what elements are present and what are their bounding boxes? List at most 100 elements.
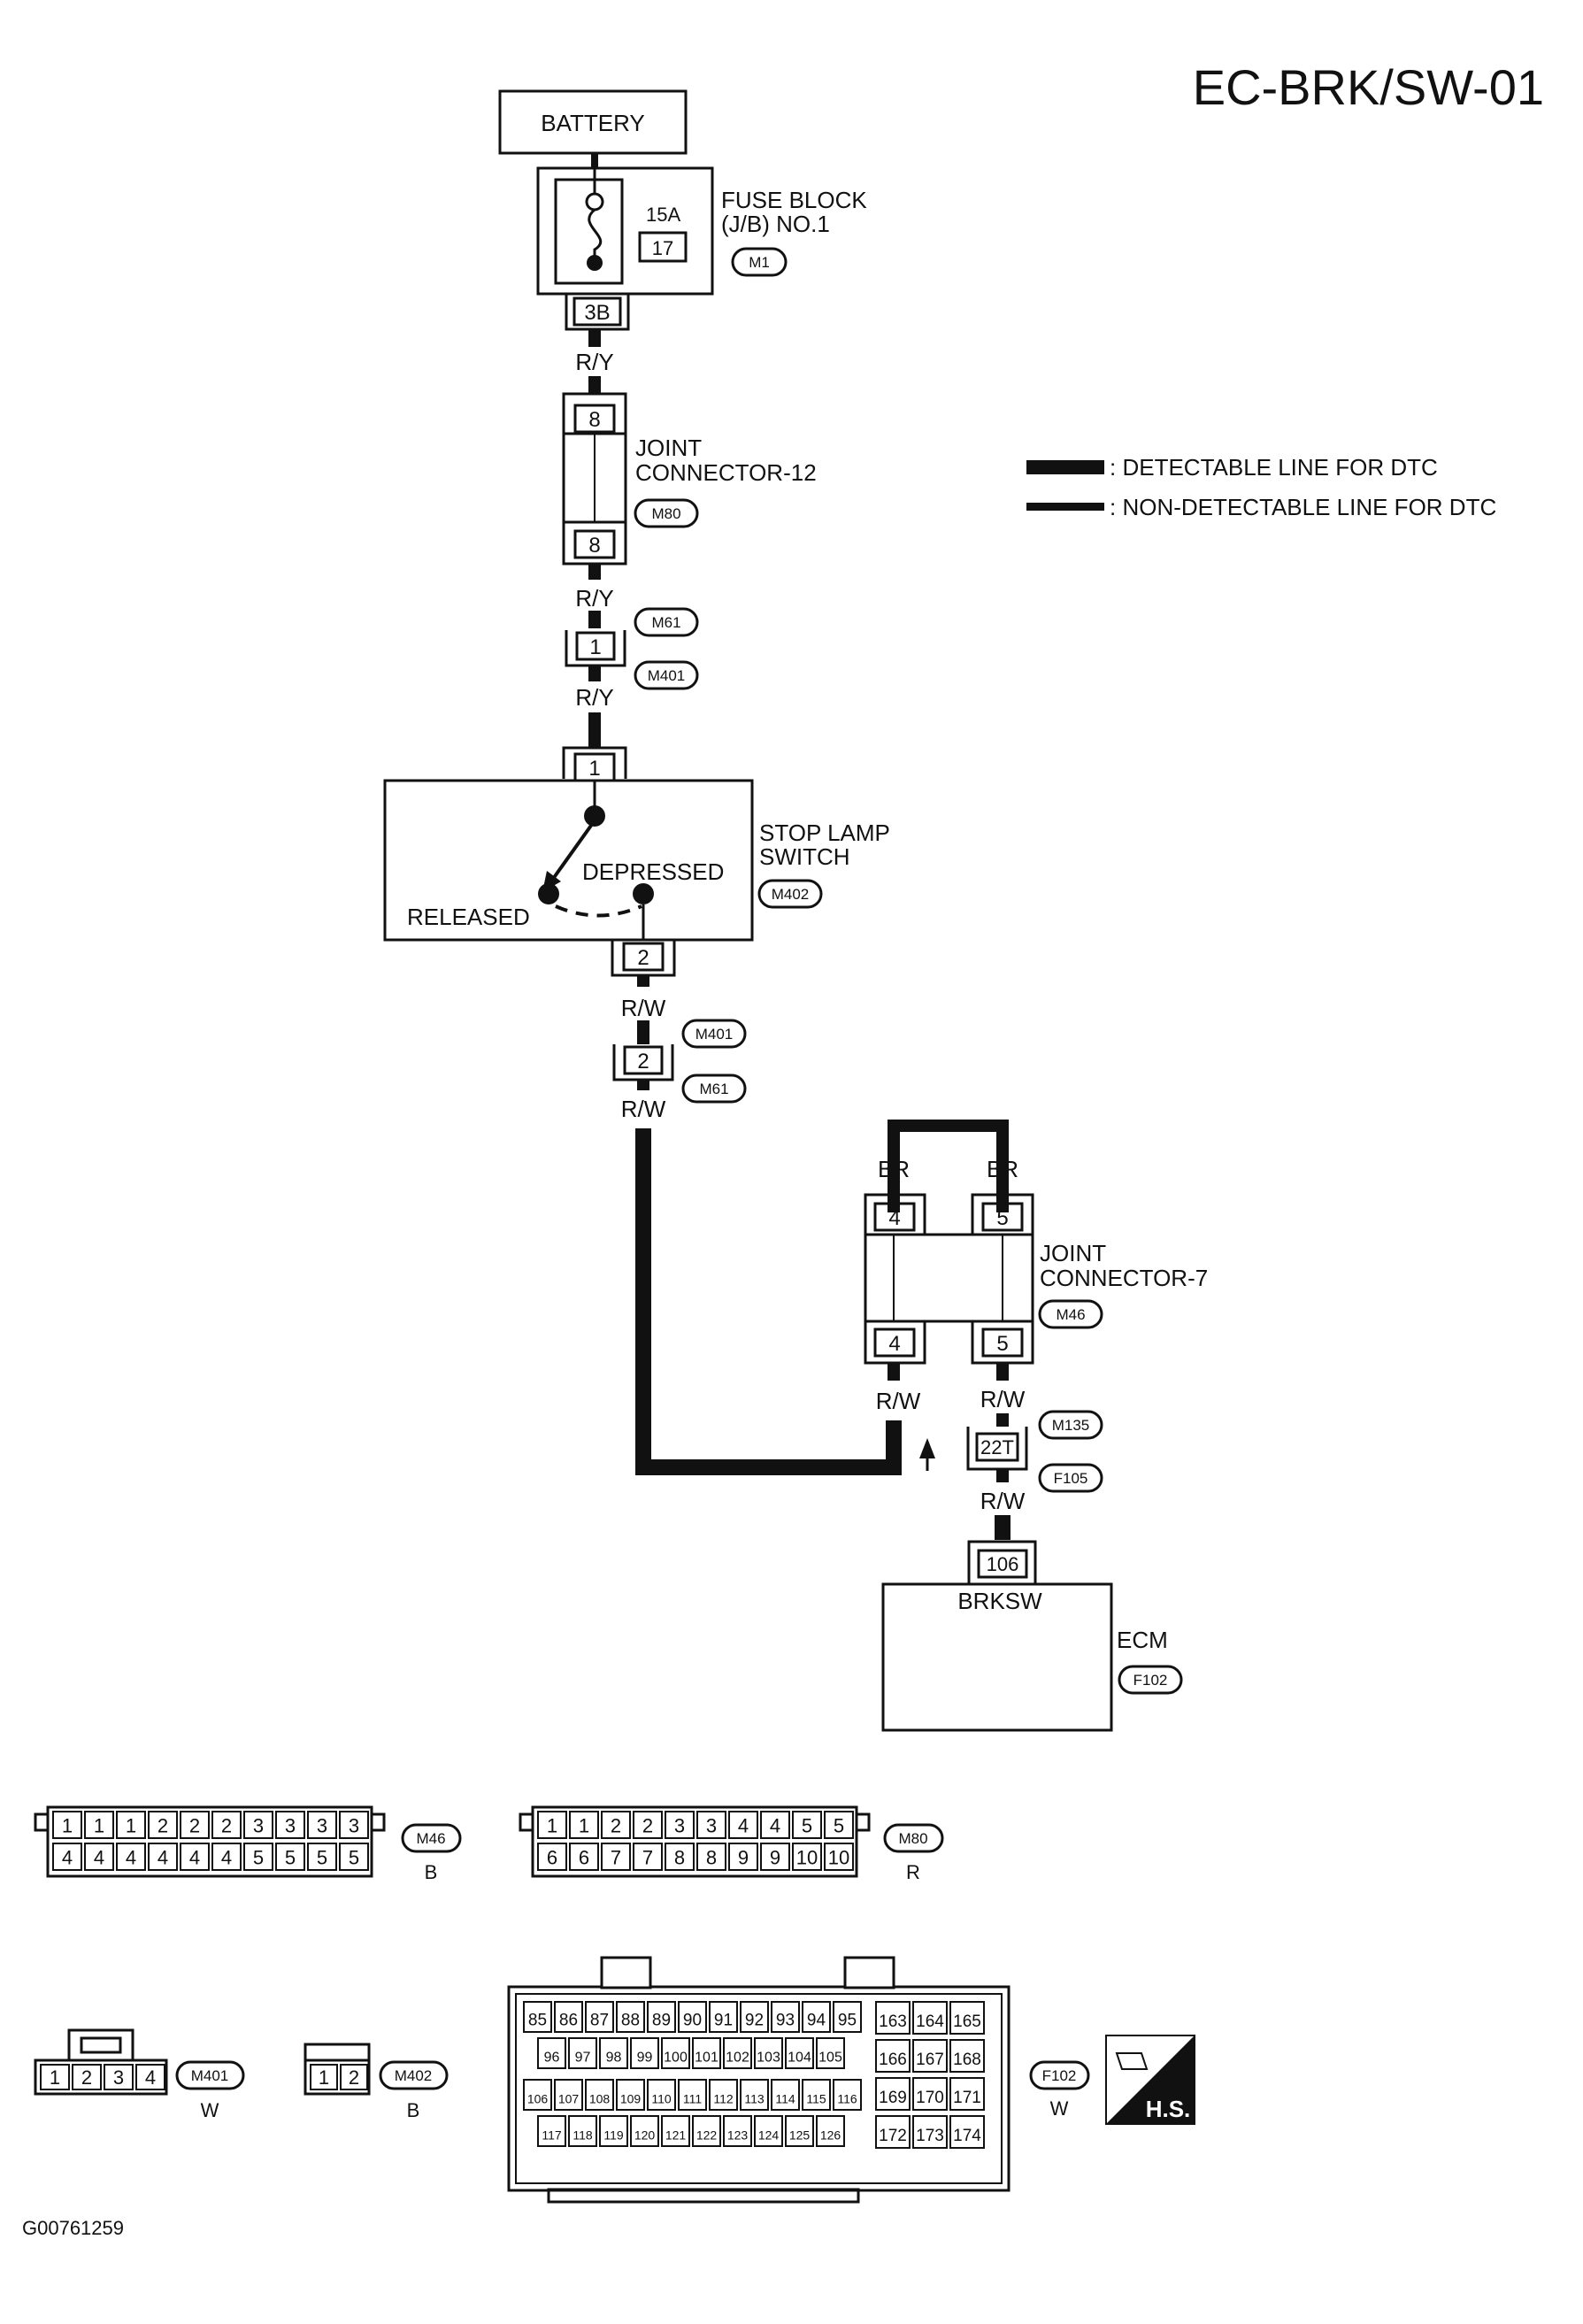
- pin-label: 124: [758, 2128, 780, 2143]
- pin-label: 4: [770, 1814, 780, 1836]
- pin-cell: [661, 2115, 690, 2147]
- pin-cell: [692, 2115, 721, 2147]
- m401-upper-label: M401: [648, 667, 686, 684]
- pin-cell: [630, 2037, 659, 2069]
- pin-cell: [116, 1811, 146, 1839]
- pin-label: 91: [714, 2012, 733, 2030]
- pin-cell: [601, 1843, 631, 1871]
- pin-label: 109: [620, 2092, 642, 2106]
- legend-non-detectable-line: [1026, 503, 1104, 511]
- figure-code: G00761259: [22, 2217, 124, 2239]
- pin-label: 8: [706, 1846, 717, 1868]
- pin-label: 2: [611, 1814, 621, 1836]
- pin-label: 120: [634, 2128, 656, 2143]
- pin-label: 2: [221, 1814, 232, 1836]
- jc7-name-2: CONNECTOR-7: [1040, 1265, 1208, 1291]
- pin-label: 125: [789, 2128, 811, 2143]
- pin-label: 100: [664, 2051, 688, 2066]
- pin-cell: [740, 2001, 769, 2033]
- pin-cell: [585, 2079, 614, 2111]
- pin-cell: [709, 2079, 738, 2111]
- m135-f105-pin: 22T: [980, 1436, 1014, 1458]
- m402-view-color: B: [407, 2099, 420, 2121]
- pin-cell: [599, 2037, 628, 2069]
- pin-label: 4: [62, 1846, 73, 1868]
- m401-lower-label: M401: [695, 1026, 734, 1043]
- pin-label: 95: [838, 2012, 857, 2030]
- pin-label: 119: [603, 2128, 624, 2143]
- jc7-pin5-bottom: 5: [996, 1332, 1008, 1356]
- pin-cell: [599, 2115, 628, 2147]
- detectable-line: [635, 1128, 902, 1475]
- fuse-block-connector: M1: [749, 254, 770, 271]
- pin-cell: [754, 2115, 783, 2147]
- pin-label: 7: [611, 1846, 621, 1868]
- wire-color-r-w-4: R/W: [980, 1386, 1026, 1412]
- legend-detectable: : DETECTABLE LINE FOR DTC: [1110, 454, 1438, 481]
- pin-cell: [824, 1811, 854, 1839]
- pin-cell: [554, 2079, 583, 2111]
- pin-label: 105: [818, 2051, 842, 2066]
- pin-cell: [523, 2001, 552, 2033]
- pin-cell: [84, 1811, 114, 1839]
- pin-cell: [728, 1811, 758, 1839]
- pin-label: 97: [575, 2051, 591, 2066]
- pin-cell: [630, 2115, 659, 2147]
- pin-cell: [40, 2064, 70, 2090]
- pin-label: 5: [834, 1814, 844, 1836]
- pin-label: 3: [349, 1814, 359, 1836]
- pin-label: 112: [713, 2092, 734, 2106]
- pin-cell: [104, 2064, 134, 2090]
- pin-cell: [833, 2001, 862, 2033]
- pin-cell: [692, 2037, 721, 2069]
- pin-cell: [696, 1811, 726, 1839]
- pin-label: 5: [349, 1846, 359, 1868]
- pin-label: 2: [642, 1814, 653, 1836]
- pin-cell: [816, 2115, 845, 2147]
- connector-icon: [1115, 2052, 1149, 2070]
- pin-label: 2: [158, 1814, 168, 1836]
- pin-label: 171: [953, 2089, 981, 2107]
- pin-label: 4: [221, 1846, 232, 1868]
- pin-cell: [665, 1843, 695, 1871]
- fuse-number: 17: [652, 237, 673, 259]
- pin-cell: [647, 2001, 676, 2033]
- wire-color-r-w-1: R/W: [621, 995, 666, 1021]
- pin-cell: [569, 1843, 599, 1871]
- pin-cell: [52, 1843, 82, 1871]
- pin-cell: [633, 1811, 663, 1839]
- pin-cell: [275, 1811, 305, 1839]
- pin-label: 107: [558, 2092, 580, 2106]
- pin-cell: [771, 2001, 800, 2033]
- pin-cell: [537, 1843, 567, 1871]
- pin-cell: [678, 2001, 707, 2033]
- pin-label: 1: [94, 1814, 104, 1836]
- pin-label: 4: [189, 1846, 200, 1868]
- sls-depressed: DEPRESSED: [582, 858, 724, 885]
- wire-color-r-y-1: R/Y: [575, 349, 613, 375]
- pin-label: 9: [738, 1846, 749, 1868]
- pin-cell: [537, 2115, 566, 2147]
- ecm-box: [881, 1582, 1113, 1732]
- m80-view-color: R: [906, 1861, 920, 1883]
- pin-label: 164: [916, 2012, 944, 2031]
- pin-label: 6: [547, 1846, 557, 1868]
- pin-label: 106: [527, 2092, 549, 2106]
- m135-label: M135: [1052, 1417, 1090, 1434]
- pin-cell: [148, 1843, 178, 1871]
- sls-name-1: STOP LAMP: [759, 820, 890, 846]
- pin-label: 93: [776, 2012, 795, 2030]
- pin-cell: [243, 1843, 273, 1871]
- pin-label: 7: [642, 1846, 653, 1868]
- sls-name-2: SWITCH: [759, 843, 850, 870]
- pin-label: 98: [606, 2051, 622, 2066]
- pin-label: 96: [544, 2051, 560, 2066]
- pin-cell: [754, 2037, 783, 2069]
- pin-cell: [949, 2115, 985, 2149]
- pin-cell: [760, 1843, 790, 1871]
- pin-cell: [824, 1843, 854, 1871]
